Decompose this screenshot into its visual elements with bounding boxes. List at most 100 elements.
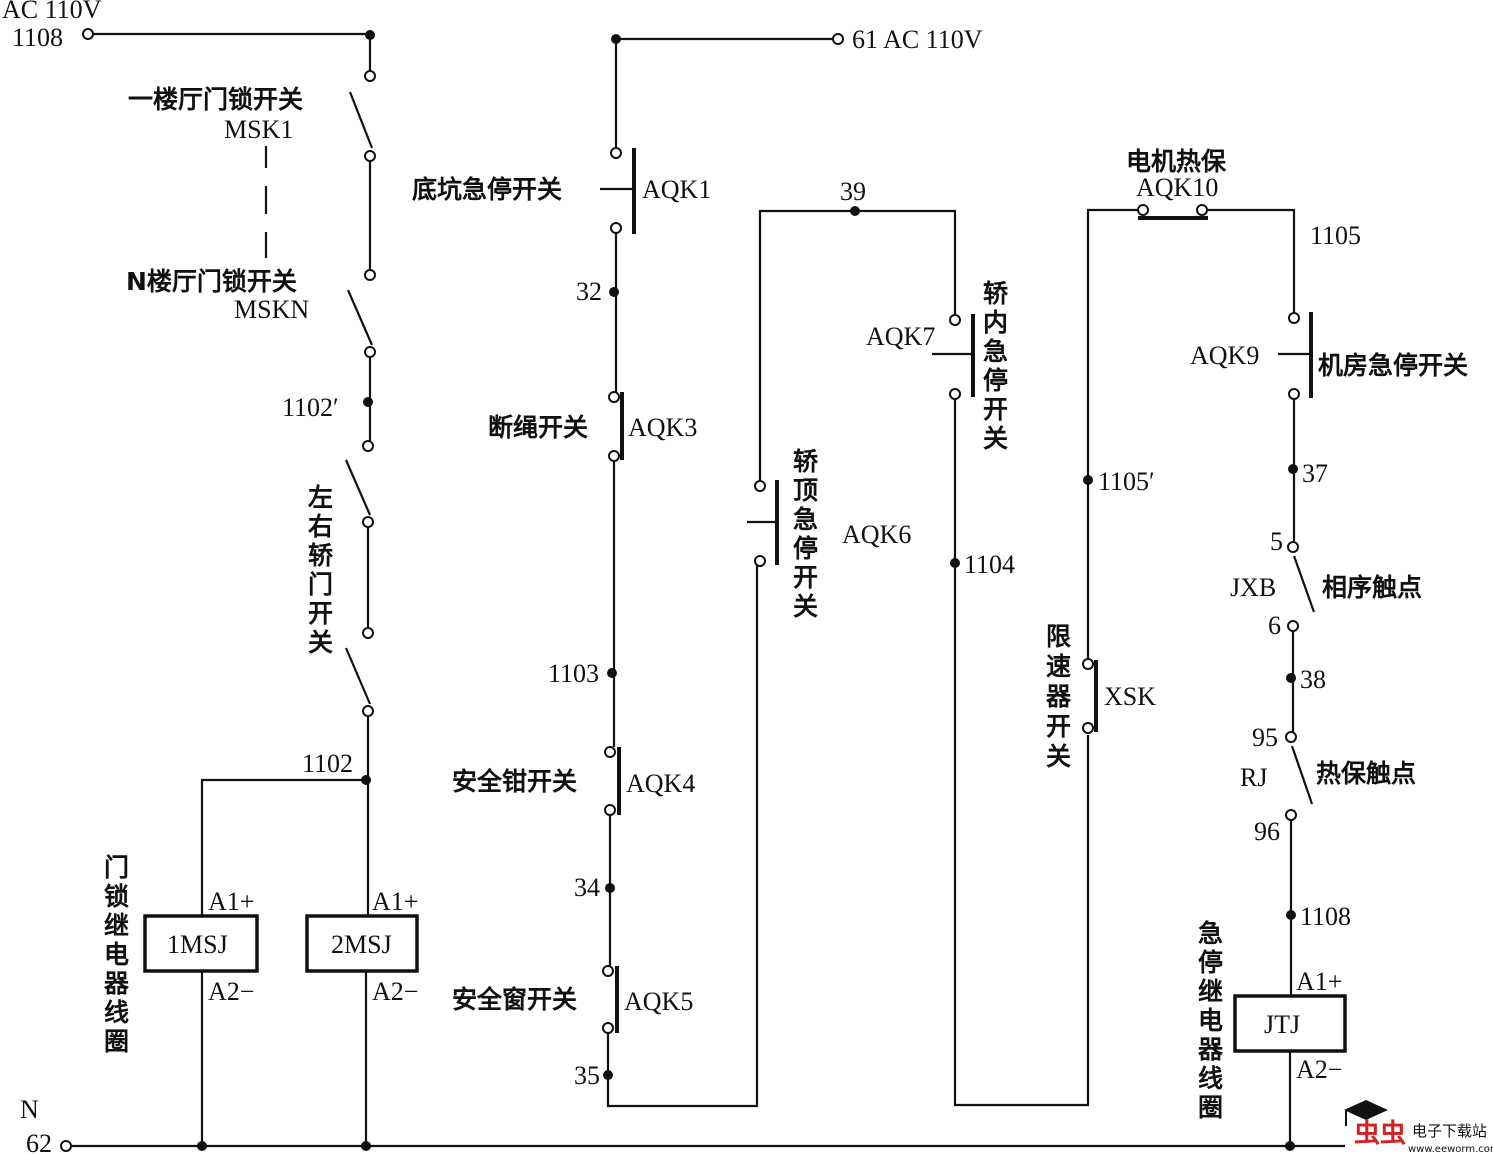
aqk6-label: 轿 顶 急 停 开 关 xyxy=(793,447,819,621)
aqk4-name: 安全钳开关 xyxy=(452,767,577,796)
node-dot xyxy=(850,206,860,216)
estop-relay: 急 停 继 电 器 线 圈 JTJ A1+ A2− xyxy=(1197,919,1347,1146)
svg-text:线: 线 xyxy=(104,998,129,1027)
node-35: 35 xyxy=(574,1061,600,1090)
terminal xyxy=(362,627,374,639)
svg-text:关: 关 xyxy=(793,592,818,621)
node-1102: 1102 xyxy=(302,749,353,778)
node-1108: 1108 xyxy=(1300,902,1351,931)
jxb-code: JXB xyxy=(1230,573,1276,602)
node-dot xyxy=(1286,910,1296,920)
terminal xyxy=(1196,204,1208,216)
neutral-line: N 62 xyxy=(20,1095,1345,1154)
safety-chain-3: 限 速 器 开 关 XSK 1105′ 电机热保 AQK10 1105 AQK9… xyxy=(1045,147,1468,996)
svg-text:圈: 圈 xyxy=(1198,1093,1223,1122)
svg-text:开: 开 xyxy=(983,395,1008,424)
jxb-contact xyxy=(1292,555,1316,613)
node-1103: 1103 xyxy=(548,659,599,688)
mskn-contact xyxy=(346,289,374,346)
node-dot xyxy=(1083,475,1093,485)
aqk1-code: AQK1 xyxy=(642,175,711,204)
svg-text:锁: 锁 xyxy=(104,882,129,911)
svg-text:开: 开 xyxy=(308,599,333,628)
estop-relay-label: 急 停 继 电 器 线 圈 xyxy=(1197,919,1224,1122)
svg-text:继: 继 xyxy=(104,911,129,940)
terminal-62 xyxy=(60,1140,72,1152)
door-lock-chain: AC 110V 1108 一楼厅门锁开关 MSK1 N楼厅门锁开关 MSKN 1… xyxy=(2,0,376,916)
msk1-code: MSK1 xyxy=(224,115,293,144)
terminal xyxy=(1137,204,1149,216)
relay-jtj-coil xyxy=(1233,994,1347,1053)
terminal xyxy=(1287,620,1299,632)
node-dot xyxy=(605,883,615,893)
graduation-cap-icon xyxy=(1344,1100,1388,1120)
node-38: 38 xyxy=(1300,665,1326,694)
wire-to-1msj xyxy=(200,778,366,916)
wire-1105p xyxy=(1086,208,1138,659)
aqk9-name: 机房急停开关 xyxy=(1318,351,1468,380)
terminal xyxy=(1287,541,1299,553)
terminal xyxy=(610,222,622,234)
svg-text:左: 左 xyxy=(308,483,333,512)
watermark-site-name: 电子下载站 xyxy=(1412,1122,1487,1140)
node-96: 96 xyxy=(1254,817,1280,846)
node-dot xyxy=(607,668,617,678)
node-39: 39 xyxy=(840,177,866,206)
svg-text:电: 电 xyxy=(104,940,129,969)
svg-text:速: 速 xyxy=(1046,652,1071,681)
terminal xyxy=(1285,809,1297,821)
rj-contact xyxy=(1290,745,1314,805)
terminal xyxy=(608,391,620,403)
svg-text:器: 器 xyxy=(1045,682,1072,711)
terminal xyxy=(362,516,374,528)
relay-jtj-a2: A2− xyxy=(1296,1055,1342,1084)
terminal xyxy=(362,440,374,452)
terminal xyxy=(364,346,376,358)
terminal xyxy=(949,388,961,400)
terminal xyxy=(1288,388,1300,400)
node-1105: 1105 xyxy=(1310,221,1361,250)
svg-text:轿: 轿 xyxy=(793,447,819,476)
svg-text:门: 门 xyxy=(308,570,333,599)
rj-name: 热保触点 xyxy=(1316,759,1416,788)
svg-text:器: 器 xyxy=(103,969,130,998)
relay-1msj-name: 1MSJ xyxy=(167,930,228,959)
safety-chain-2: 39 轿 顶 急 停 开 关 AQK6 AQK7 轿 内 急 停 开 关 110… xyxy=(747,177,1090,1107)
svg-text:停: 停 xyxy=(983,366,1008,395)
node-6: 6 xyxy=(1268,611,1281,640)
aqk5-code: AQK5 xyxy=(624,987,693,1016)
svg-text:关: 关 xyxy=(983,424,1008,453)
node-dot xyxy=(365,30,375,40)
svg-text:右: 右 xyxy=(308,512,333,541)
node-dot xyxy=(603,1070,613,1080)
svg-text:内: 内 xyxy=(983,308,1008,337)
svg-text:轿: 轿 xyxy=(308,541,334,570)
svg-text:开: 开 xyxy=(793,563,818,592)
svg-text:顶: 顶 xyxy=(793,476,818,505)
svg-text:开: 开 xyxy=(1046,712,1071,741)
terminal xyxy=(608,450,620,462)
node-dot xyxy=(611,34,621,44)
svg-text:器: 器 xyxy=(1197,1035,1224,1064)
relay-1msj-a1: A1+ xyxy=(208,887,254,916)
aqk4-code: AQK4 xyxy=(626,769,695,798)
node-1105p: 1105′ xyxy=(1098,467,1155,496)
svg-text:急: 急 xyxy=(793,505,818,534)
node-dot xyxy=(1286,673,1296,683)
node-32: 32 xyxy=(576,277,602,306)
mskn-name: N楼厅门锁开关 xyxy=(126,267,297,296)
terminal xyxy=(610,147,622,159)
supply-right-label: 61 AC 110V xyxy=(852,25,983,54)
node-95: 95 xyxy=(1252,723,1278,752)
watermark-logo: 虫虫 xyxy=(1354,1119,1406,1149)
wire-35-to-aqk6 xyxy=(606,565,759,1108)
aqk3-code: AQK3 xyxy=(628,413,697,442)
terminal xyxy=(949,314,961,326)
terminal xyxy=(754,480,766,492)
terminal-1108 xyxy=(82,28,94,40)
relay-jtj-a1: A1+ xyxy=(1296,967,1342,996)
terminal xyxy=(364,269,376,281)
terminal xyxy=(754,555,766,567)
node-dot xyxy=(363,397,373,407)
terminal xyxy=(362,705,374,717)
